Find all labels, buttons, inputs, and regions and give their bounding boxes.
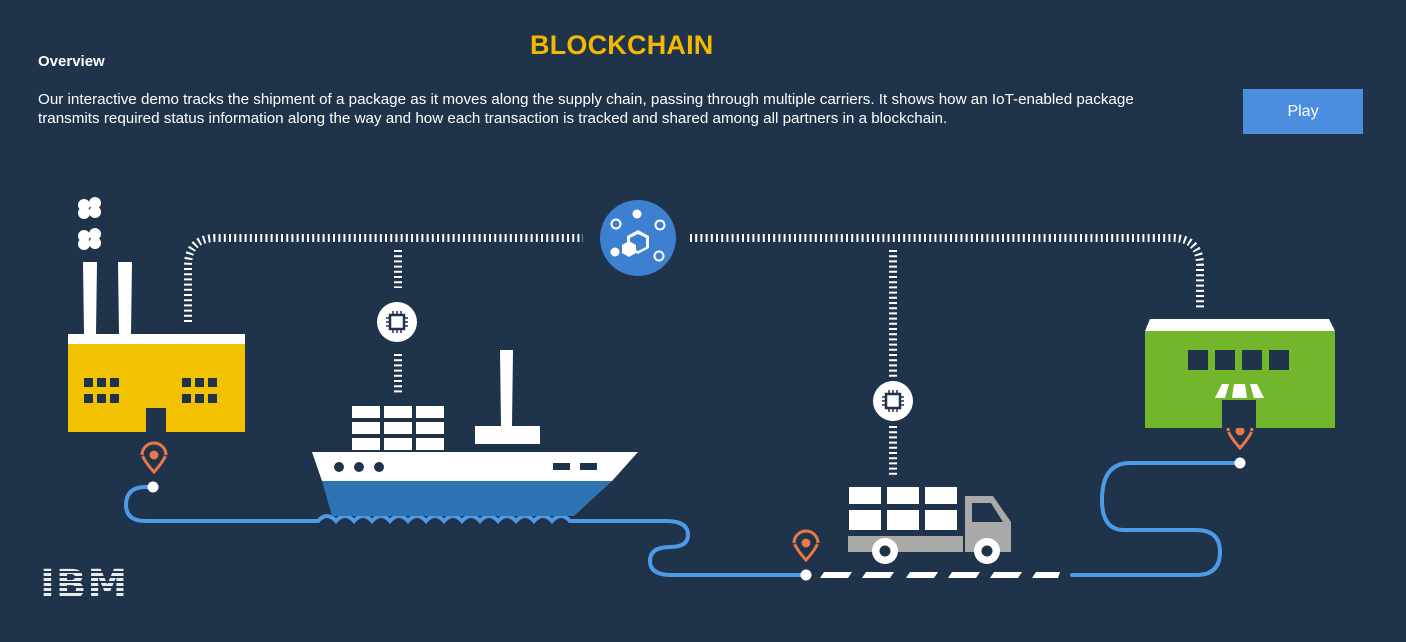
blockchain-icon bbox=[600, 200, 676, 276]
page-title: BLOCKCHAIN bbox=[530, 30, 714, 60]
iot-chip-icon bbox=[377, 302, 417, 342]
road bbox=[820, 572, 1060, 578]
overview-heading: Overview bbox=[38, 53, 105, 70]
overview-description: Our interactive demo tracks the shipment… bbox=[38, 91, 1134, 127]
location-pin-icon bbox=[140, 441, 168, 475]
ship-icon bbox=[312, 350, 638, 516]
location-pin-icon bbox=[792, 529, 820, 563]
ibm-logo: IBM bbox=[40, 562, 129, 608]
network-connection-lines bbox=[184, 234, 1204, 476]
route-waypoints bbox=[147, 457, 1246, 581]
store-icon bbox=[1145, 319, 1335, 428]
truck-icon bbox=[848, 487, 1011, 564]
factory-icon bbox=[68, 197, 245, 432]
iot-chip-icon bbox=[873, 381, 913, 421]
shipping-route bbox=[123, 461, 1242, 577]
play-button[interactable]: Play bbox=[1243, 89, 1363, 134]
